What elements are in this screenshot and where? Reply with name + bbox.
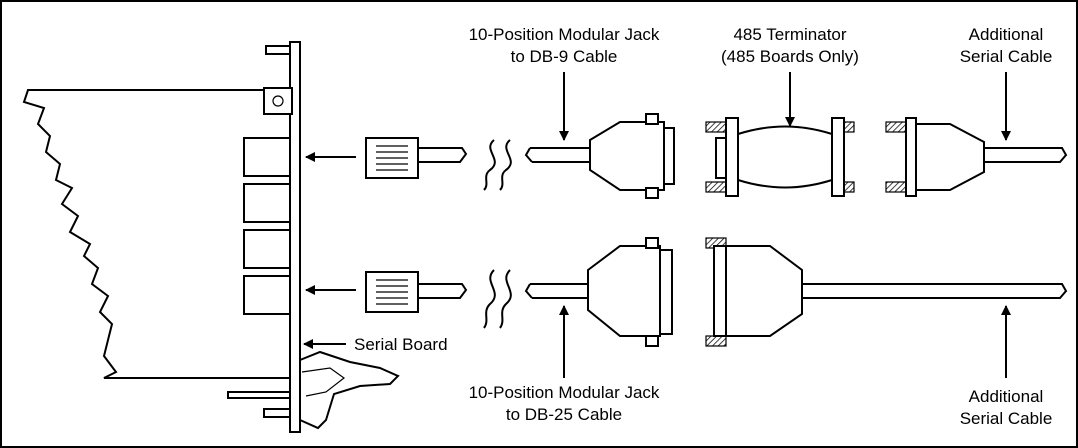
bottom-add-backshell [725, 245, 803, 337]
db9-screw-top [645, 113, 659, 125]
bottom-add-cable [802, 283, 1068, 299]
top-cable-right [524, 147, 590, 163]
label-terminator-line1: 485 Terminator [733, 25, 846, 44]
terminator-thumbscrew-top-right [843, 121, 855, 133]
serial-board [22, 41, 400, 433]
terminator-thumbscrew-bottom-right [843, 181, 855, 193]
top-add-thumbscrew-bottom [885, 181, 907, 193]
top-modular-plug [365, 137, 419, 179]
terminator-thumbscrew-bottom-left [705, 181, 727, 193]
serial-port-1 [243, 137, 291, 177]
label-serial-board: Serial Board [354, 335, 448, 354]
serial-port-4 [243, 275, 291, 315]
label-db25-cable-line1: 10-Position Modular Jack [469, 383, 660, 402]
top-add-cable [984, 147, 1068, 163]
ejector-handle [299, 350, 400, 430]
guide-pin [227, 391, 291, 399]
top-add-backshell [915, 123, 985, 191]
top-plug-contacts [376, 145, 408, 171]
label-bottom-additional-line1: Additional [969, 387, 1044, 406]
bottom-additional-cable [705, 237, 1068, 347]
bottom-plug-contacts [376, 279, 408, 305]
bottom-cable-right [524, 283, 588, 299]
terminator-left-face [715, 137, 727, 179]
label-top-additional-line1: Additional [969, 25, 1044, 44]
bottom-cable-assembly [305, 237, 673, 347]
db25-screw-bottom [645, 335, 659, 347]
bracket-tab [263, 87, 293, 115]
db9-connector-face [663, 127, 675, 185]
top-cable-break [483, 139, 512, 191]
db9-screw-bottom [645, 187, 659, 199]
board-outline [22, 89, 292, 379]
bottom-cable-left [418, 283, 468, 299]
label-terminator-line2: (485 Boards Only) [721, 47, 859, 66]
top-add-thumbscrew-top [885, 121, 907, 133]
label-top-additional-line2: Serial Cable [960, 47, 1053, 66]
terminator-body [737, 125, 833, 189]
label-db25-cable-line2: to DB-25 Cable [506, 405, 622, 424]
db9-backshell [589, 121, 665, 191]
terminator-left-flange [725, 117, 739, 197]
bracket-hole [272, 95, 284, 107]
terminator-right-flange [831, 117, 845, 197]
label-db9-cable-line2: to DB-9 Cable [511, 47, 618, 66]
top-screw [265, 45, 291, 55]
top-cable-left [418, 147, 468, 163]
top-add-flange [905, 117, 917, 197]
db25-connector-face [659, 249, 673, 335]
bottom-screw [263, 408, 291, 418]
db25-screw-top [645, 237, 659, 249]
label-bottom-additional-line2: Serial Cable [960, 409, 1053, 428]
label-db9-cable-line1: 10-Position Modular Jack [469, 25, 660, 44]
db25-backshell [587, 245, 661, 337]
ejector-detail [301, 367, 346, 397]
top-additional-cable [885, 117, 1068, 197]
top-cable-assembly [305, 113, 675, 199]
bottom-add-thumbscrew-bottom [705, 335, 727, 347]
terminator-thumbscrew-top-left [705, 121, 727, 133]
485-terminator [705, 117, 855, 197]
serial-port-3 [243, 229, 291, 269]
serial-port-2 [243, 183, 291, 223]
bottom-cable-break [483, 269, 512, 329]
bottom-add-flange [713, 245, 727, 337]
